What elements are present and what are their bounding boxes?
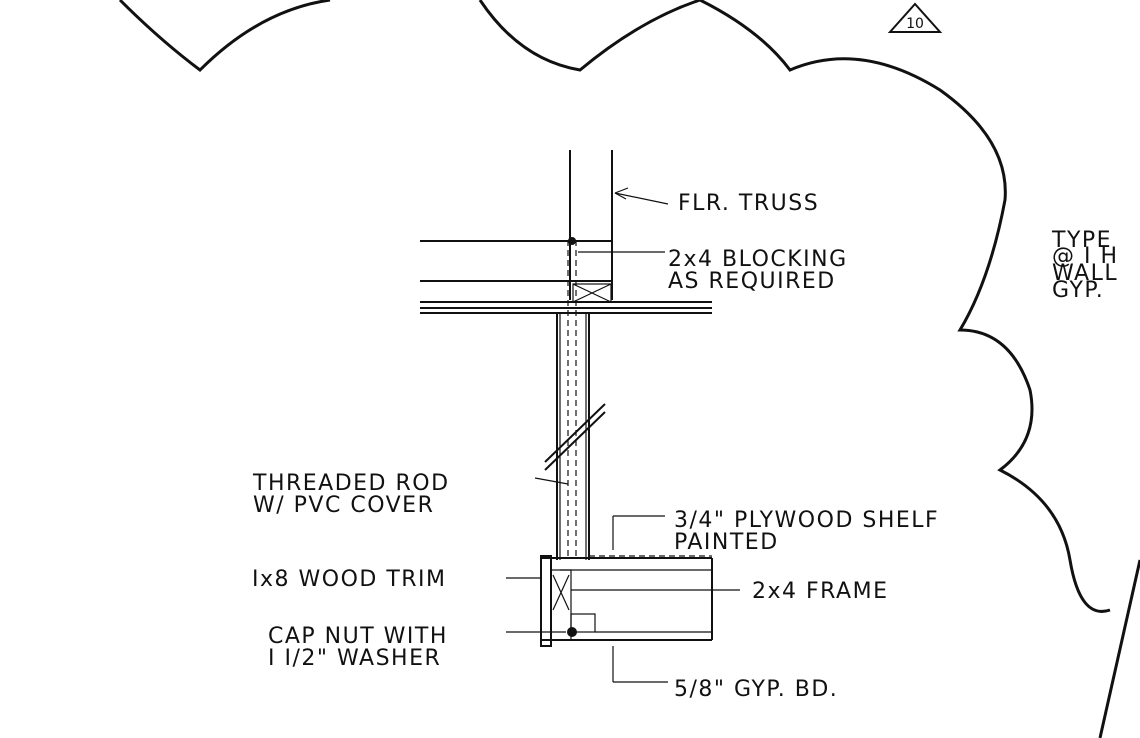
leader-floor-truss [614, 187, 669, 205]
side-note-line1: TYPE [1051, 228, 1112, 253]
revision-cloud [118, 0, 1140, 738]
label-shelf-2: PAINTED [674, 530, 779, 555]
label-capnut-1: CAP NUT WITH [268, 624, 448, 649]
label-frame: 2x4 FRAME [752, 579, 889, 604]
label-trim: Ix8 WOOD TRIM [252, 567, 447, 592]
leader-rod [534, 477, 569, 485]
revision-delta-icon: 10 [887, 2, 943, 33]
label-shelf-1: 3/4" PLYWOOD SHELF [674, 508, 939, 533]
label-floor-truss: FLR. TRUSS [678, 191, 819, 216]
label-blocking-2: AS REQUIRED [668, 269, 836, 294]
revision-number: 10 [906, 16, 924, 32]
label-gyp: 5/8" GYP. BD. [674, 677, 838, 702]
leader-shelf [612, 515, 665, 550]
label-capnut-2: I I/2" WASHER [268, 646, 441, 671]
side-note-line2: @ I H [1052, 244, 1119, 269]
side-note-line3: WALL [1052, 261, 1118, 286]
label-rod-1: THREADED ROD [252, 471, 450, 496]
leader-gyp [612, 646, 668, 683]
label-blocking-1: 2x4 BLOCKING [668, 247, 848, 272]
side-note-line4: GYP. [1052, 278, 1104, 303]
label-rod-2: W/ PVC COVER [253, 493, 434, 518]
